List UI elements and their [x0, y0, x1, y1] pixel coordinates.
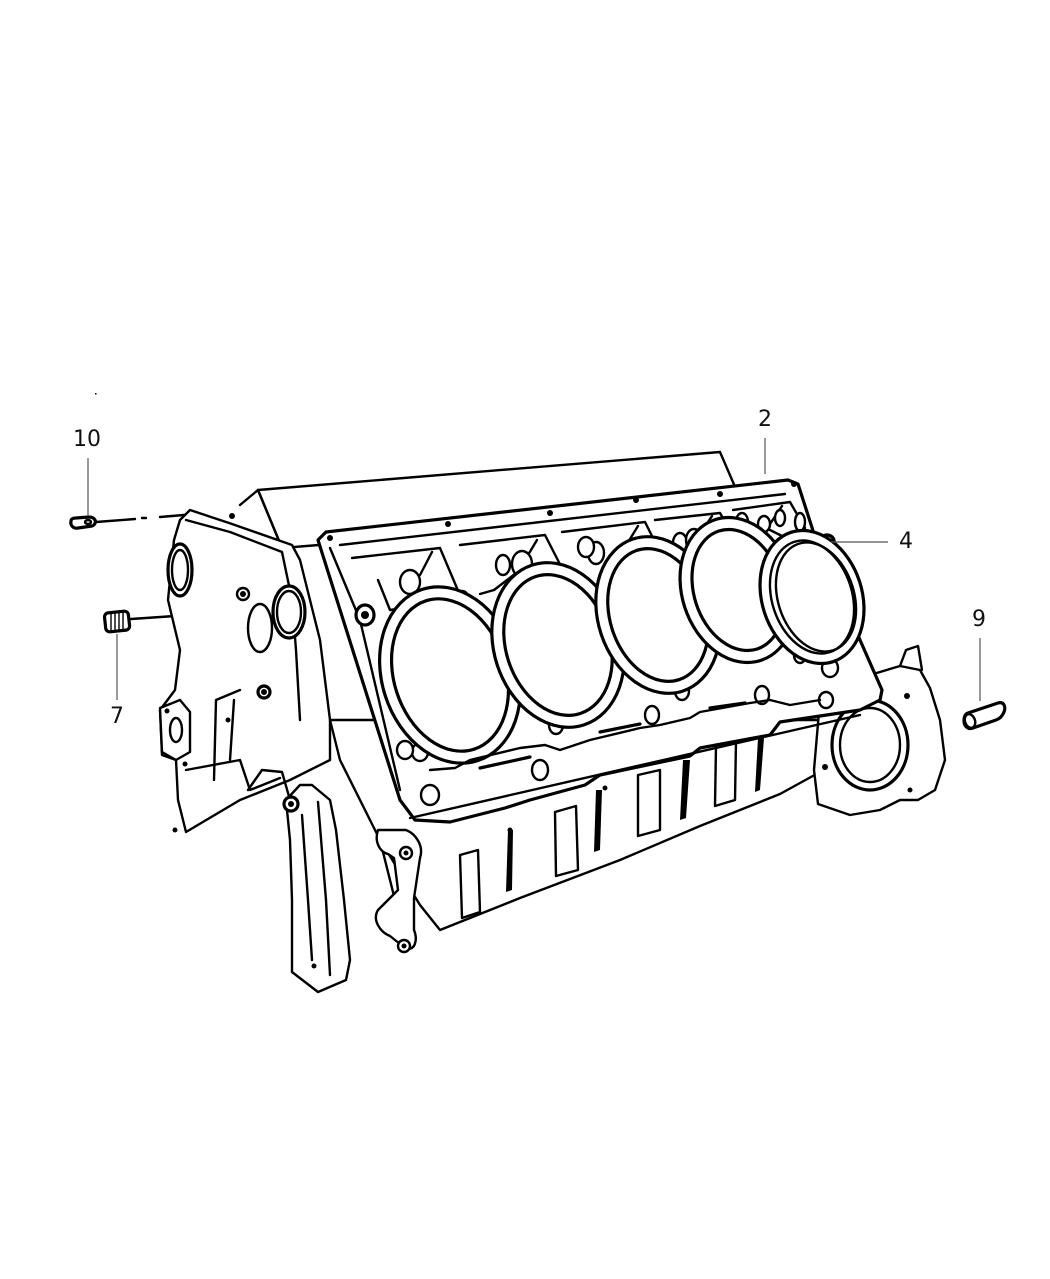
skirt-slots	[458, 738, 764, 920]
callout-label-4[interactable]: 4	[899, 529, 913, 554]
callout-label-10[interactable]: 10	[73, 427, 101, 452]
cylinder-bores	[378, 515, 866, 765]
callout-label-2[interactable]: 2	[758, 407, 772, 432]
callout-label-9[interactable]: 9	[972, 607, 986, 632]
part-9-dowel-pin[interactable]	[962, 701, 1007, 731]
speck	[95, 393, 97, 395]
callout-label-7[interactable]: 7	[110, 704, 124, 729]
part-4-head-gasket[interactable]	[316, 478, 884, 824]
